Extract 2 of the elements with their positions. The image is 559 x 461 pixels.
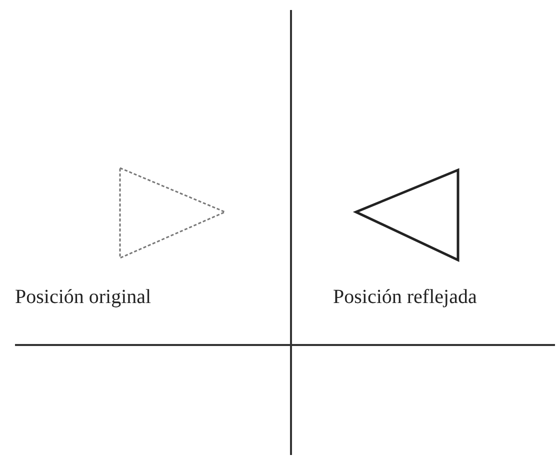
position-label: Posición original bbox=[15, 285, 152, 309]
position-label: Posición reflejada bbox=[333, 285, 477, 309]
